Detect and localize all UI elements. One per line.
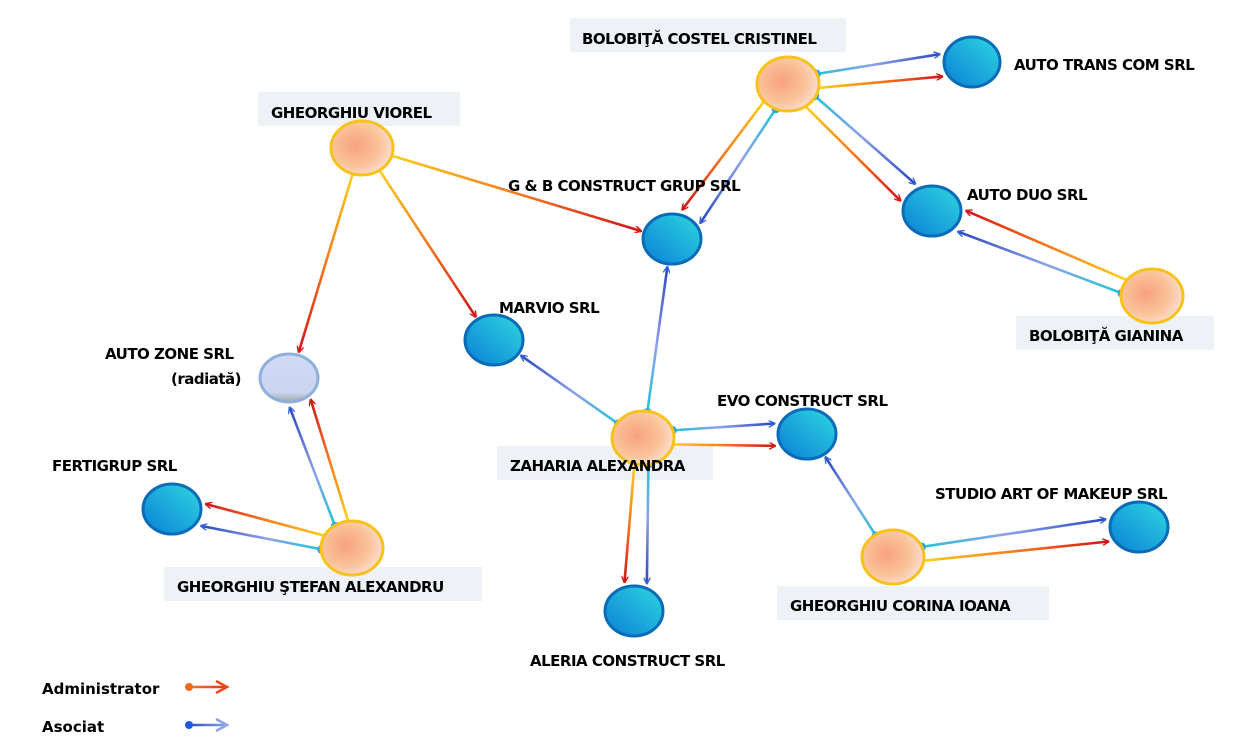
edge-administrator-bg-ads xyxy=(966,211,1128,282)
node-company-mar[interactable] xyxy=(463,313,525,367)
edge-asociat-gci-sam xyxy=(921,519,1105,549)
node-person-gsa[interactable] xyxy=(319,519,385,577)
node-person-bg[interactable] xyxy=(1119,267,1185,325)
node-person-bcc[interactable] xyxy=(755,55,821,113)
node-person-gci[interactable] xyxy=(860,528,926,586)
node-label-gbc: G & B CONSTRUCT GRUP SRL xyxy=(508,177,741,195)
node-label-bcc: BOLOBIŢĂ COSTEL CRISTINEL xyxy=(582,29,817,48)
edge-administrator-za-alc xyxy=(624,463,636,582)
legend-dot-asociat xyxy=(185,721,193,729)
edge-asociat-za-gbc xyxy=(645,267,667,413)
edge-administrator-bcc-gbc xyxy=(682,99,766,210)
label-background-bcc xyxy=(570,18,846,52)
edge-asociat-bcc-gbc xyxy=(700,108,778,224)
labels: BOLOBIŢĂ COSTEL CRISTINEL GHEORGHIU VIORE… xyxy=(52,29,1196,670)
node-label-gv: GHEORGHIU VIOREL xyxy=(271,104,433,122)
node-label-azs: AUTO ZONE SRL xyxy=(105,345,235,363)
edge-administrator-gci-sam xyxy=(922,542,1109,563)
node-company-alc[interactable] xyxy=(603,584,665,638)
edge-asociat-za-evo xyxy=(672,423,774,432)
label-background-gci xyxy=(777,586,1049,620)
node-company-fer[interactable] xyxy=(141,482,203,536)
node-label-fer: FERTIGRUP SRL xyxy=(52,457,178,475)
edge-administrator-gsa-fer xyxy=(206,504,326,537)
edge-administrator-bcc-ads xyxy=(804,105,900,201)
edge-asociat-gci-evo xyxy=(825,457,878,537)
legend-label-asociat: Asociat xyxy=(42,718,104,736)
node-label-mar: MARVIO SRL xyxy=(499,299,600,317)
node-label-ads: AUTO DUO SRL xyxy=(967,186,1088,204)
node-label-gci: GHEORGHIU CORINA IOANA xyxy=(790,597,1011,615)
node-radiated-azs[interactable] xyxy=(258,352,320,404)
label-backgrounds xyxy=(164,18,1214,620)
edge-administrator-gv-azs xyxy=(299,172,355,352)
legend-dot-administrator xyxy=(185,683,193,691)
node-company-evo[interactable] xyxy=(776,407,838,461)
legend-arrowhead-administrator xyxy=(215,679,230,695)
legend-label-administrator: Administrator xyxy=(42,680,160,698)
edge-asociat-gsa-azs xyxy=(290,407,337,527)
node-person-gv[interactable] xyxy=(329,119,395,177)
node-label-gsa: GHEORGHIU ŞTEFAN ALEXANDRU xyxy=(177,578,444,596)
edge-administrator-gsa-azs xyxy=(311,399,350,522)
edge-asociat-bcc-atc xyxy=(816,54,939,76)
node-label-evo: EVO CONSTRUCT SRL xyxy=(717,392,888,410)
node-company-gbc[interactable] xyxy=(641,212,703,266)
edge-administrator-za-evo xyxy=(672,444,776,446)
node-sublabel-azs: (radiată) xyxy=(171,370,241,388)
label-background-gsa xyxy=(164,567,482,601)
edge-administrator-gv-gbc xyxy=(389,153,641,231)
node-label-atc: AUTO TRANS COM SRL xyxy=(1014,56,1195,74)
node-company-ads[interactable] xyxy=(901,184,963,238)
node-label-alc: ALERIA CONSTRUCT SRL xyxy=(530,652,726,670)
edge-asociat-gsa-fer xyxy=(201,526,322,551)
node-company-atc[interactable] xyxy=(942,35,1002,89)
node-person-za[interactable] xyxy=(610,409,676,467)
edge-asociat-za-alc xyxy=(647,463,649,584)
nodes xyxy=(141,35,1185,638)
label-background-bg xyxy=(1016,316,1214,350)
edge-asociat-za-mar xyxy=(521,355,620,425)
node-label-bg: BOLOBIŢĂ GIANINA xyxy=(1029,326,1184,345)
node-label-za: ZAHARIA ALEXANDRA xyxy=(510,457,686,475)
edge-administrator-bcc-atc xyxy=(817,76,942,90)
node-label-sam: STUDIO ART OF MAKEUP SRL xyxy=(935,485,1168,503)
label-background-za xyxy=(497,446,713,480)
edge-asociat-bg-ads xyxy=(958,232,1123,295)
edge-asociat-bcc-ads xyxy=(813,94,916,184)
node-company-sam[interactable] xyxy=(1108,500,1170,554)
edge-administrator-gv-mar xyxy=(377,168,476,317)
legend-arrowhead-asociat xyxy=(215,717,230,733)
